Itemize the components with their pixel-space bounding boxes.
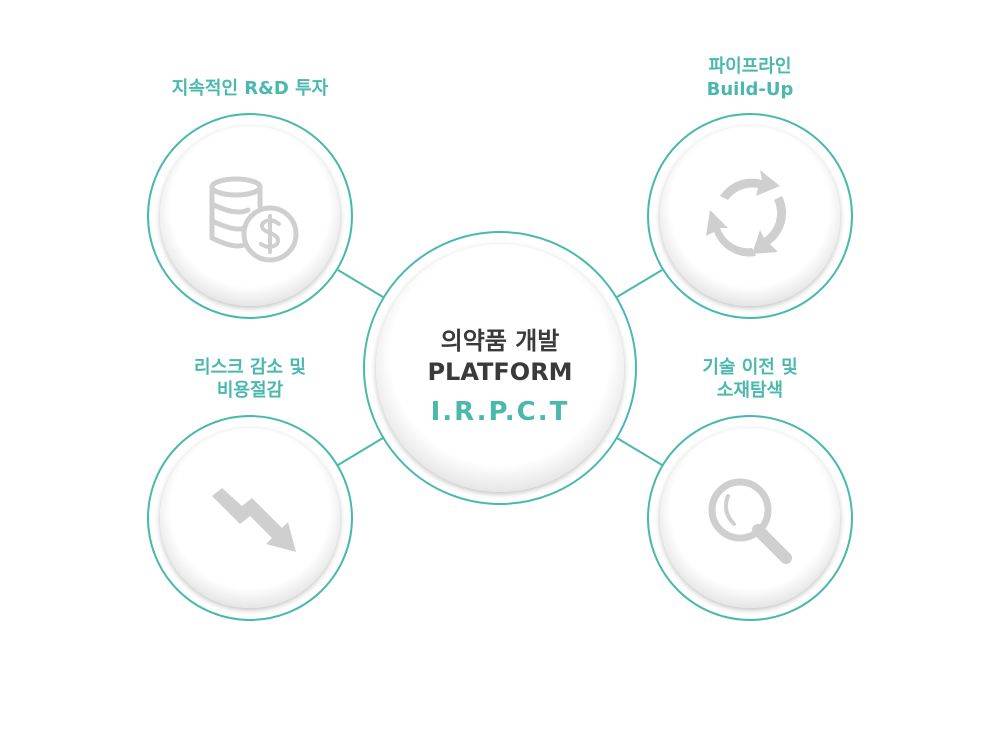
node-risk-reduction bbox=[147, 415, 353, 621]
label-tech-transfer: 기술 이전 및 소재탐색 bbox=[630, 356, 870, 402]
node-rnd-investment bbox=[147, 113, 353, 319]
label-line: 기술 이전 및 bbox=[702, 357, 798, 378]
connector-top-right bbox=[616, 269, 663, 298]
trend-down-arrow-icon bbox=[212, 488, 296, 552]
cycle-arrows-icon bbox=[706, 170, 787, 257]
center-title-korean: 의약품 개발 bbox=[440, 327, 560, 355]
node-tech-transfer bbox=[647, 415, 853, 621]
label-line: 소재탐색 bbox=[716, 380, 784, 401]
label-line: 리스크 감소 및 bbox=[194, 357, 306, 378]
coins-dollar-icon bbox=[209, 176, 299, 263]
connector-bottom-left bbox=[337, 437, 384, 466]
label-line: 지속적인 R&D 투자 bbox=[171, 78, 329, 99]
connector-bottom-right bbox=[616, 437, 663, 466]
connectors bbox=[337, 269, 663, 466]
label-risk-reduction: 리스크 감소 및 비용절감 bbox=[130, 356, 370, 402]
magnifier-icon bbox=[708, 478, 792, 564]
center-subtitle: I.R.P.C.T bbox=[430, 397, 570, 427]
center-title-platform: PLATFORM bbox=[427, 358, 573, 386]
connector-top-left bbox=[337, 269, 384, 298]
label-line: Build-Up bbox=[706, 79, 794, 100]
label-rnd-investment: 지속적인 R&D 투자 bbox=[130, 77, 370, 100]
node-pipeline-buildup bbox=[647, 113, 853, 319]
center-platform-node bbox=[363, 231, 637, 505]
label-line: 비용절감 bbox=[216, 380, 284, 401]
label-pipeline-buildup: 파이프라인 Build-Up bbox=[630, 55, 870, 101]
label-line: 파이프라인 bbox=[708, 56, 792, 77]
